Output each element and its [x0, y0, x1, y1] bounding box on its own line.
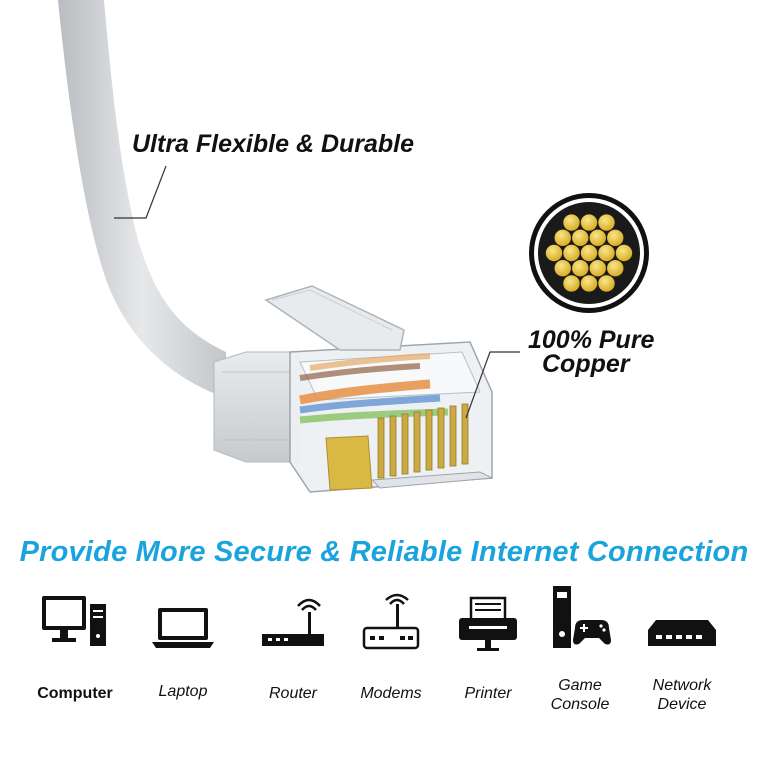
rj45-connector: [264, 285, 494, 493]
copper-strand: [598, 244, 615, 262]
device-printer: Printer: [433, 590, 543, 702]
device-label: Computer: [37, 685, 113, 702]
copper-strand: [572, 229, 589, 246]
copper-strand: [615, 244, 633, 262]
copper-strand: [554, 229, 571, 246]
device-laptop: Laptop: [128, 590, 238, 700]
copper-strand: [563, 275, 580, 292]
flexible-callout-line: [114, 165, 167, 219]
device-modem: Modems: [336, 590, 446, 702]
cable-jacket: [58, 0, 226, 398]
ethernet-cable-illustration: [58, 0, 649, 493]
device-label-line1: Network: [652, 677, 712, 694]
device-label-line2: Device: [657, 696, 707, 713]
device-label-line2: Console: [550, 696, 610, 713]
device-game-console: Game Console: [525, 586, 635, 713]
modem-icon: [362, 593, 420, 650]
device-label-line1: Game: [558, 677, 602, 694]
copper-strand: [589, 260, 606, 277]
copper-strand: [607, 260, 624, 277]
copper-strands: [545, 214, 633, 292]
copper-strand: [580, 214, 598, 231]
copper-callout-line1: 100% Pure: [528, 326, 655, 354]
device-network: Network Device: [627, 590, 737, 713]
network-device-icon: [648, 620, 716, 646]
copper-strand: [589, 229, 606, 246]
copper-strand: [563, 244, 580, 262]
copper-strand: [572, 260, 589, 277]
device-router: Router: [238, 590, 348, 702]
laptop-icon: [152, 608, 214, 648]
copper-strand: [545, 244, 563, 262]
copper-strand: [607, 229, 624, 246]
connector-boot: [213, 351, 301, 463]
game-console-icon: [553, 586, 611, 648]
device-label: Modems: [360, 685, 422, 702]
device-label: Laptop: [158, 683, 208, 700]
copper-callout-line2: Copper: [542, 350, 630, 378]
copper-strand: [563, 214, 580, 231]
router-icon: [262, 598, 324, 646]
copper-strand: [580, 275, 598, 292]
copper-strand: [598, 214, 615, 231]
device-label: Printer: [464, 685, 512, 702]
copper-strand: [580, 244, 598, 262]
copper-cross-section: [529, 193, 649, 313]
printer-icon: [459, 596, 517, 651]
device-computer: Computer: [20, 590, 130, 702]
tagline: Provide More Secure & Reliable Internet …: [19, 536, 749, 568]
computer-icon: [42, 596, 106, 646]
device-label: Router: [268, 685, 318, 702]
flexible-callout: Ultra Flexible & Durable: [132, 130, 415, 158]
copper-strand: [554, 260, 571, 277]
contact-pins: [377, 403, 469, 479]
copper-callout-line: [465, 351, 520, 419]
copper-strand: [598, 275, 615, 292]
